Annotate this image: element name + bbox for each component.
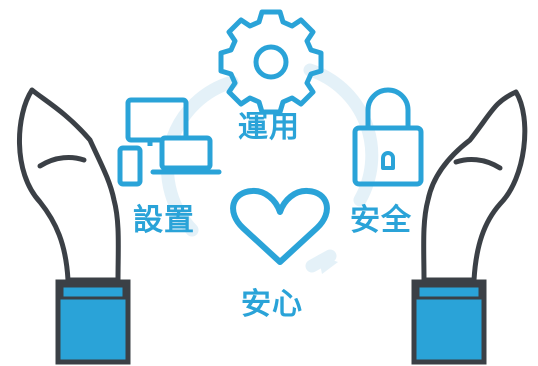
padlock-icon xyxy=(352,87,424,187)
hand-icon xyxy=(411,89,528,365)
cycle-arrowhead xyxy=(318,255,338,274)
label-peace-of-mind: 安心 xyxy=(241,287,303,322)
heart-icon xyxy=(230,187,330,265)
label-operation: 運用 xyxy=(238,110,300,145)
label-installation: 設置 xyxy=(133,203,195,238)
label-security: 安全 xyxy=(350,203,412,238)
gear-icon xyxy=(218,9,324,115)
devices-icon xyxy=(117,97,222,187)
hand-icon xyxy=(17,87,131,365)
